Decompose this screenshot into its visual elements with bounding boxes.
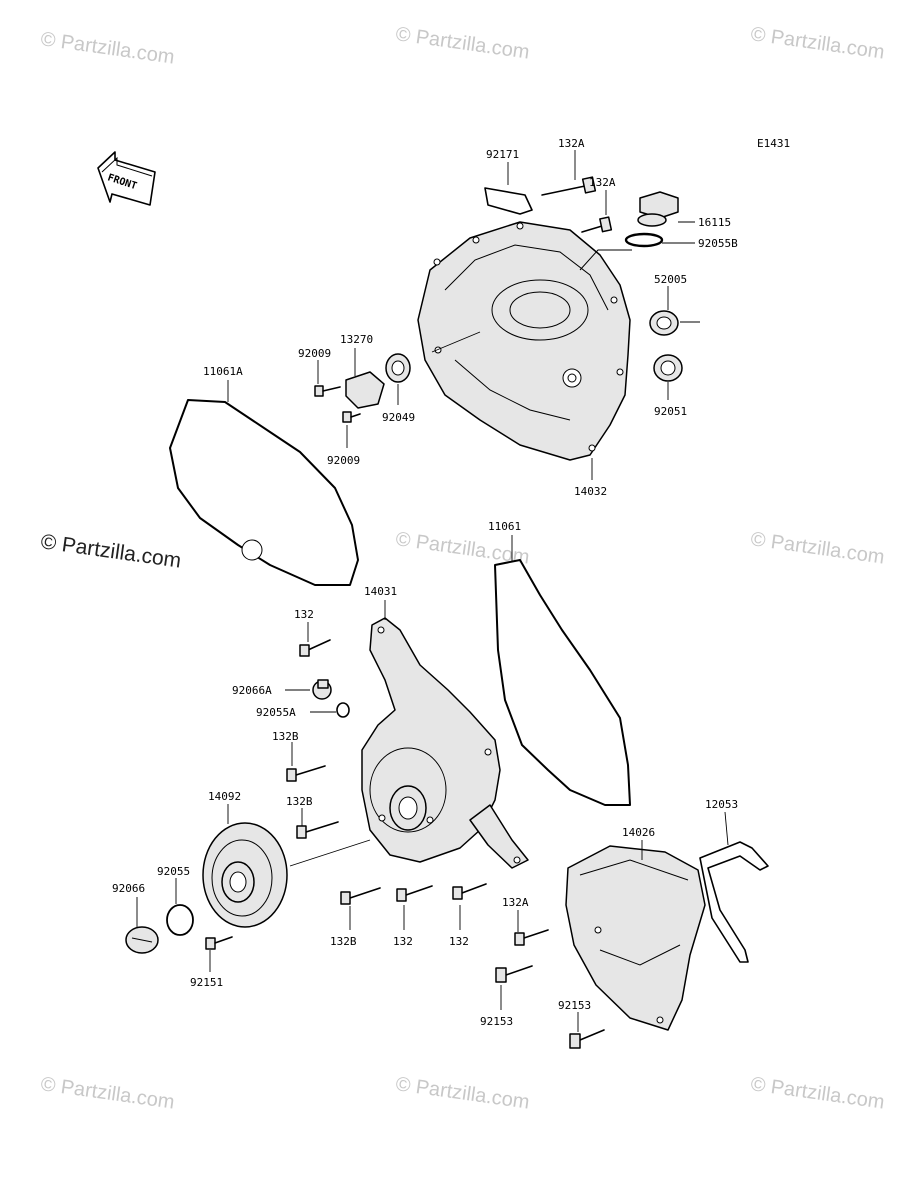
o-ring-92055A — [336, 702, 350, 718]
bolt-132 — [299, 639, 331, 657]
bolt-92153 — [495, 965, 533, 983]
watermark: © Partzilla.com — [394, 1073, 531, 1114]
bolt-132 — [452, 883, 487, 900]
callout-label: 132A — [558, 137, 585, 150]
callout-label: 11061A — [203, 365, 243, 378]
callout-label: 132B — [286, 795, 313, 808]
watermark: © Partzilla.com — [749, 23, 886, 64]
callout-label: 132B — [330, 935, 357, 948]
callout-label: 132 — [393, 935, 413, 948]
bolt-132A — [541, 176, 597, 196]
watermark: © Partzilla.com — [39, 1073, 176, 1114]
callout-label: 92009 — [298, 347, 331, 360]
callout-label: 92051 — [654, 405, 687, 418]
watermark: © Partzilla.com — [749, 528, 886, 569]
callout-label: 14092 — [208, 790, 241, 803]
gasket-11061A — [169, 399, 359, 586]
bolt-132A — [581, 216, 613, 233]
bolt-132B — [286, 765, 326, 782]
callout-label: 11061 — [488, 520, 521, 533]
screw-92009 — [314, 385, 341, 397]
front-arrow-icon: FRONT — [97, 151, 156, 206]
callout-label: 14026 — [622, 826, 655, 839]
front-label: FRONT — [106, 172, 138, 192]
callout-label: 92171 — [486, 148, 519, 161]
o-ring-92055 — [166, 904, 194, 936]
callout-label: 92153 — [480, 1015, 513, 1028]
plug-92066A — [312, 679, 332, 700]
bolt-132B — [296, 821, 339, 839]
bolt-132A — [514, 929, 549, 946]
seal-92051 — [653, 354, 683, 382]
callout-label: 52005 — [654, 273, 687, 286]
generator-cover-14031 — [361, 617, 529, 869]
callout-label: 13270 — [340, 333, 373, 346]
callout-label: 92066 — [112, 882, 145, 895]
callout-label: 92049 — [382, 411, 415, 424]
sprocket-cover-14026 — [565, 845, 706, 1031]
callout-label: 14031 — [364, 585, 397, 598]
callout-label: 14032 — [574, 485, 607, 498]
leader-lines — [136, 150, 729, 1032]
callout-label: 92009 — [327, 454, 360, 467]
callout-label: 132A — [589, 176, 616, 189]
callout-label: 92066A — [232, 684, 272, 697]
watermark: © Partzilla.com — [39, 28, 176, 69]
watermark: © Partzilla.com — [394, 23, 531, 64]
diagram-code: E1431 — [757, 137, 790, 150]
callout-label: 92153 — [558, 999, 591, 1012]
callout-label: 132B — [272, 730, 299, 743]
watermark: © Partzilla.com — [749, 1073, 886, 1114]
bolt-92153 — [569, 1029, 605, 1049]
callout-label: 92151 — [190, 976, 223, 989]
gasket-hole — [241, 539, 263, 561]
bracket-12053 — [699, 841, 769, 963]
bolt-132B — [340, 887, 381, 905]
clamp-92171 — [484, 187, 533, 215]
seal-52005 — [649, 310, 679, 336]
cap-92066 — [125, 926, 159, 954]
cover-14092 — [202, 822, 288, 928]
o-ring-92055B — [624, 232, 664, 248]
plate-13270 — [345, 371, 385, 409]
callout-label: 92055A — [256, 706, 296, 719]
watermark-main: © Partzilla.com — [39, 530, 182, 572]
screw-92009 — [342, 411, 361, 423]
callout-label: 12053 — [705, 798, 738, 811]
callout-labels: 92171 132A 132A 16115 92055B 52005 92051… — [112, 137, 738, 1028]
callout-label: 132 — [449, 935, 469, 948]
seal-92049 — [385, 353, 411, 383]
callout-label: 132 — [294, 608, 314, 621]
gasket-11061 — [494, 559, 631, 806]
filler-cap-16115 — [637, 191, 679, 227]
callout-label: 132A — [502, 896, 529, 909]
callout-label: 92055 — [157, 865, 190, 878]
clutch-cover-14032 — [417, 221, 632, 461]
bolt-132 — [396, 885, 433, 902]
callout-label: 16115 — [698, 216, 731, 229]
screw-92151 — [205, 936, 233, 950]
callout-label: 92055B — [698, 237, 738, 250]
